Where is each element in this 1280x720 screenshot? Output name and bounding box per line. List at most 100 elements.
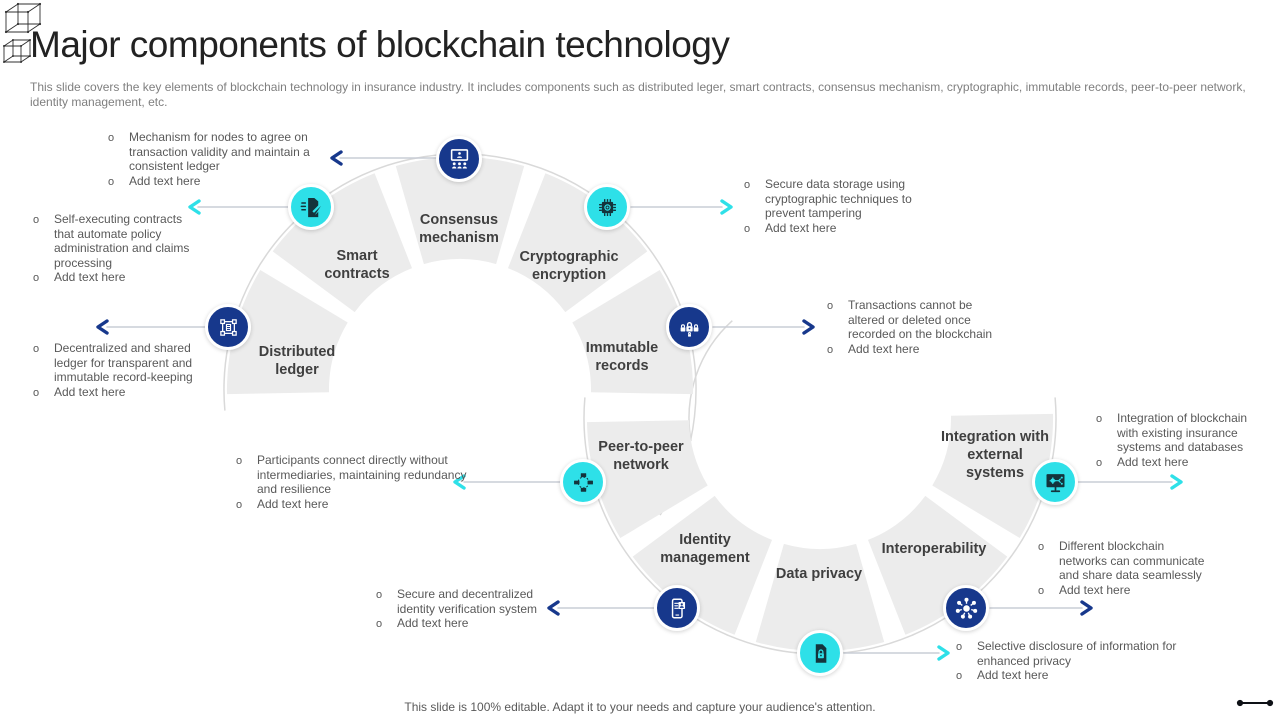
bullet-text: Transactions cannot be altered or delete…	[848, 298, 993, 342]
bullet-marker: o	[1038, 541, 1045, 553]
bullet-text: Secure and decentralized identity verifi…	[397, 587, 538, 616]
bullet-marker: o	[1096, 456, 1103, 469]
smart-contracts-arrow	[188, 199, 290, 215]
footer-note: This slide is 100% editable. Adapt it to…	[404, 700, 876, 714]
slide-description: This slide covers the key elements of bl…	[30, 80, 1246, 109]
bullet-text: Mechanism for nodes to agree on transact…	[129, 130, 310, 174]
desc-immutable-records: o Transactions cannot be altered or delet…	[827, 298, 1007, 357]
connected-computers-icon	[573, 472, 593, 492]
bullet-marker: o	[236, 498, 243, 511]
bullet-text: Participants connect directly without in…	[257, 453, 467, 497]
desc-consensus-mechanism: o Mechanism for nodes to agree on transac…	[108, 130, 333, 189]
segment-label-cryptographic-encryption: Cryptographic encryption	[519, 249, 619, 283]
bullet-marker: o	[236, 455, 243, 467]
distributed-network-icon	[219, 318, 237, 336]
desc-smart-contracts: o Self-executing contracts that automate …	[33, 212, 203, 286]
segment-label-integration-with-external-systems: Integration with external systems	[941, 429, 1049, 481]
wedge-consensus-mechanism	[395, 156, 525, 265]
bullet-text: Integration of blockchain with existing …	[1117, 411, 1248, 455]
segment-label-smart-contracts: Smart contracts	[324, 248, 390, 282]
desc-integration-with-external-systems: o Integration of blockchain with existing…	[1096, 411, 1254, 470]
desc-interoperability: o Different blockchain networks can commu…	[1038, 539, 1206, 598]
cryptographic-arrow	[630, 199, 733, 215]
badge-smart-contracts	[288, 184, 334, 230]
consensus-arrow	[330, 150, 438, 166]
badge-identity-management	[654, 585, 700, 631]
bullet-text: Self-executing contracts that automate p…	[54, 212, 190, 270]
bullet-marker: o	[33, 343, 40, 355]
segment-label-peer-to-peer-network: Peer-to-peer network	[598, 439, 684, 473]
padlocks-icon	[680, 321, 698, 337]
segment-label-interoperability: Interoperability	[881, 541, 987, 557]
bullet-text: Add text here	[54, 384, 126, 399]
segment-label-data-privacy: Data privacy	[775, 566, 863, 582]
bullet-marker: o	[827, 343, 834, 356]
badge-distributed-ledger	[205, 304, 251, 350]
encryption-chip-icon	[598, 198, 616, 216]
wireframe-cube-icon	[3, 39, 31, 63]
wedge-smart-contracts	[272, 173, 412, 313]
bullet-marker: o	[1096, 413, 1103, 425]
badge-cryptographic-encryption	[584, 184, 630, 230]
bullet-text: Add text here	[1117, 454, 1189, 469]
desc-distributed-ledger: o Decentralized and shared ledger for tra…	[33, 341, 213, 400]
bullet-text: Add text here	[1059, 582, 1131, 597]
page-title: Major components of blockchain technolog…	[30, 24, 730, 65]
bullet-marker: o	[108, 132, 115, 144]
desc-identity-management: o Secure and decentralized identity verif…	[376, 587, 561, 632]
badge-consensus-mechanism	[436, 136, 482, 182]
bullet-marker: o	[744, 179, 751, 191]
badge-interoperability	[943, 585, 989, 631]
wedge-identity-management	[632, 495, 772, 635]
bullet-text: Add text here	[54, 270, 126, 285]
desc-peer-to-peer-network: o Participants connect directly without i…	[236, 453, 468, 512]
bullet-marker: o	[956, 641, 963, 653]
wireframe-cube-icon	[4, 2, 42, 34]
wedge-data-privacy	[755, 543, 885, 652]
bullet-text: Add text here	[129, 173, 201, 188]
badge-data-privacy	[797, 630, 843, 676]
bullet-marker: o	[376, 589, 383, 601]
bullet-marker: o	[108, 175, 115, 188]
bullet-marker: o	[1038, 584, 1045, 597]
signed-contract-icon	[300, 197, 323, 217]
badge-peer-to-peer-network	[560, 459, 606, 505]
bullet-text: Decentralized and shared ledger for tran…	[54, 341, 193, 385]
hub-spoke-icon	[955, 597, 977, 619]
wedge-cryptographic-encryption	[508, 173, 648, 313]
wedge-immutable-records	[572, 270, 694, 395]
wedge-integration-with-external-systems	[932, 413, 1054, 538]
bullet-marker: o	[827, 300, 834, 312]
bullet-text: Add text here	[765, 220, 837, 235]
segment-label-immutable-records: Immutable records	[585, 340, 659, 374]
wedge-peer-to-peer-network	[587, 420, 708, 538]
bullet-text: Different blockchain networks can commun…	[1059, 539, 1205, 583]
bullet-text: Add text here	[977, 668, 1049, 683]
desc-data-privacy: o Selective disclosure of information for…	[956, 639, 1206, 684]
bullet-text: Selective disclosure of information for …	[977, 639, 1177, 668]
system-integration-icon	[1046, 473, 1064, 492]
distributed-ledger-arrow	[96, 319, 207, 335]
segment-label-consensus-mechanism: Consensus mechanism	[419, 212, 499, 246]
data-privacy-arrow	[843, 645, 950, 661]
segment-label-distributed-ledger: Distributed ledger	[258, 344, 336, 378]
bullet-marker: o	[33, 272, 40, 285]
connector-arrows	[96, 150, 1183, 661]
bullet-marker: o	[956, 670, 963, 683]
bullet-marker: o	[744, 222, 751, 235]
bullet-marker: o	[33, 386, 40, 399]
mobile-id-icon	[671, 598, 685, 618]
bullet-marker: o	[33, 214, 40, 226]
presentation-audience-icon	[450, 148, 468, 168]
immutable-records-arrow	[712, 319, 815, 335]
badge-immutable-records	[666, 304, 712, 350]
bullet-marker: o	[376, 618, 383, 631]
interoperability-arrow	[989, 600, 1093, 616]
bullet-text: Add text here	[848, 341, 920, 356]
segment-label-identity-management: Identity management	[660, 532, 750, 566]
locked-document-icon	[815, 643, 826, 663]
bullet-text: Add text here	[257, 496, 329, 511]
integration-arrow	[1077, 474, 1183, 490]
